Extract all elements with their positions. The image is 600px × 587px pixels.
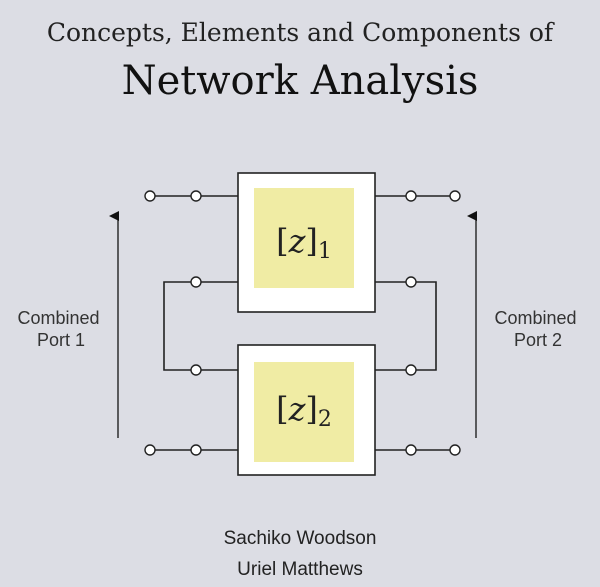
terminal-n1-lower-right [405,276,417,288]
network-2-label: [z]2 [276,390,332,432]
wire-left-series [163,281,238,371]
author-2: Uriel Matthews [237,559,363,580]
terminal-n2-upper-right [405,364,417,376]
terminal-n1-lower-left [190,276,202,288]
author-1: Sachiko Woodson [223,528,377,549]
network-2: [z]2 [237,344,376,476]
port-2-label: Combined Port 2 [494,308,581,350]
network-1-label: [z]1 [276,222,332,264]
port-1-label: Combined Port 1 [17,308,104,350]
title-line-1: Concepts, Elements and Components of [46,18,554,47]
terminal-outer-bottom-right [449,444,461,456]
terminal-inner-bottom-left [190,444,202,456]
terminal-outer-top-right [449,190,461,202]
terminals [144,190,461,456]
network-2-inner [254,362,354,462]
page-title: Network Analysis [121,58,479,104]
terminal-inner-top-right [405,190,417,202]
network-1-inner [254,188,354,288]
terminal-inner-top-left [190,190,202,202]
terminal-n2-upper-left [190,364,202,376]
terminal-outer-bottom-left [144,444,156,456]
terminal-inner-bottom-right [405,444,417,456]
network-1: [z]1 [237,172,376,313]
wire-right-series [375,281,437,371]
terminal-outer-top-left [144,190,156,202]
